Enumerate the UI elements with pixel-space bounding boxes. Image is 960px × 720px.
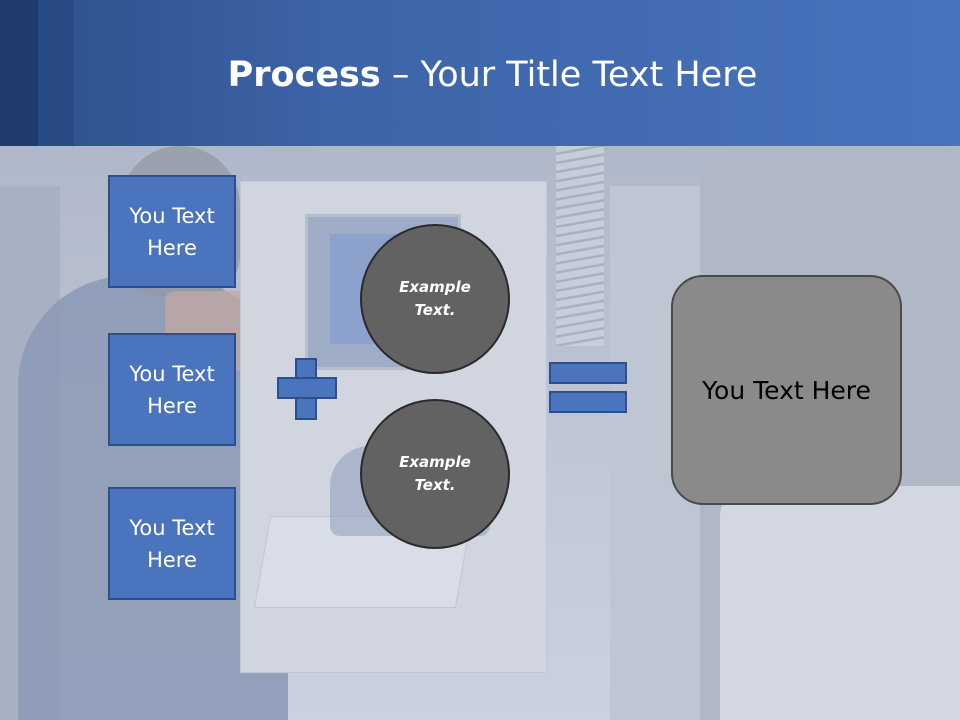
title-bar: Process – Your Title Text Here xyxy=(0,0,960,146)
header-accent-stripe xyxy=(0,0,38,146)
example-circle-label: Example Text. xyxy=(399,453,471,494)
equals-symbol-top-bar xyxy=(549,362,627,384)
title-bold: Process xyxy=(227,55,381,95)
slide-title[interactable]: Process – Your Title Text Here xyxy=(0,52,960,98)
text-box-2[interactable]: You Text Here xyxy=(108,333,236,446)
example-circle-label: Example Text. xyxy=(399,278,471,319)
example-circle-2[interactable]: Example Text. xyxy=(360,399,510,549)
header-accent-stripe xyxy=(38,0,74,146)
example-circle-1[interactable]: Example Text. xyxy=(360,224,510,374)
text-box-1[interactable]: You Text Here xyxy=(108,175,236,288)
equals-symbol-bottom-bar xyxy=(549,391,627,413)
plus-symbol-center xyxy=(297,379,315,397)
text-box-3[interactable]: You Text Here xyxy=(108,487,236,600)
result-box[interactable]: You Text Here xyxy=(671,275,902,505)
title-rest: – Your Title Text Here xyxy=(380,55,758,95)
